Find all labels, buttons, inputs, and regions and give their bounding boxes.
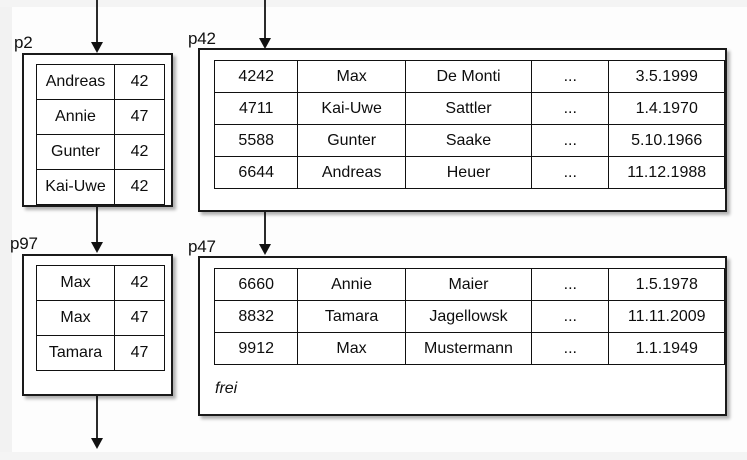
- arrow-out-of-p97: [91, 396, 103, 451]
- record-ellipsis-cell: ...: [531, 332, 610, 365]
- record-date-cell: 5.10.1966: [608, 124, 725, 157]
- record-first-cell: Max: [297, 60, 406, 93]
- record-first-cell: Kai-Uwe: [297, 92, 406, 125]
- index-key-cell: Max: [36, 265, 115, 301]
- table-row[interactable]: 6660 Annie Maier ... 1.5.1978: [213, 268, 725, 301]
- page-label-p42: p42: [188, 29, 216, 48]
- record-first-cell: Max: [297, 332, 406, 365]
- table-row[interactable]: 9912 Max Mustermann ... 1.1.1949: [213, 332, 725, 365]
- record-id-cell: 6660: [213, 268, 299, 301]
- record-date-cell: 1.4.1970: [608, 92, 725, 125]
- page-margin-bottom: [0, 452, 747, 460]
- arrow-into-p42: [259, 0, 271, 49]
- index-pointer-cell: 47: [114, 335, 165, 371]
- page-label-p97: p97: [10, 234, 38, 253]
- record-id-cell: 9912: [213, 332, 299, 365]
- index-pointer-cell: 42: [114, 64, 165, 100]
- record-date-cell: 1.1.1949: [608, 332, 725, 365]
- record-ellipsis-cell: ...: [531, 60, 610, 93]
- record-id-cell: 4242: [213, 60, 299, 93]
- table-row[interactable]: Gunter 42: [36, 134, 165, 170]
- page-margin-left: [0, 0, 12, 460]
- record-date-cell: 11.12.1988: [608, 156, 725, 189]
- data-page-p47[interactable]: 6660 Annie Maier ... 1.5.1978 8832 Tamar…: [198, 256, 727, 416]
- data-page-p42[interactable]: 4242 Max De Monti ... 3.5.1999 4711 Kai-…: [198, 48, 727, 212]
- record-ellipsis-cell: ...: [531, 124, 610, 157]
- data-table-p42: 4242 Max De Monti ... 3.5.1999 4711 Kai-…: [213, 60, 725, 189]
- index-page-p2[interactable]: Andreas 42 Annie 47 Gunter 42 Kai-Uwe 42: [22, 53, 173, 207]
- table-row[interactable]: 6644 Andreas Heuer ... 11.12.1988: [213, 156, 725, 189]
- record-ellipsis-cell: ...: [531, 300, 610, 333]
- record-last-cell: Maier: [404, 268, 533, 301]
- index-key-cell: Kai-Uwe: [36, 169, 115, 205]
- record-last-cell: Jagellowsk: [404, 300, 533, 333]
- index-pointer-cell: 47: [114, 300, 165, 336]
- page-label-p2: p2: [14, 33, 33, 52]
- index-pointer-cell: 42: [114, 134, 165, 170]
- record-id-cell: 4711: [213, 92, 299, 125]
- arrow-p2-to-p97: [91, 207, 103, 254]
- record-last-cell: Sattler: [404, 92, 533, 125]
- arrow-into-p2: [91, 0, 103, 53]
- table-row[interactable]: 8832 Tamara Jagellowsk ... 11.11.2009: [213, 300, 725, 333]
- record-ellipsis-cell: ...: [531, 268, 610, 301]
- index-page-p97[interactable]: Max 42 Max 47 Tamara 47: [22, 254, 173, 396]
- index-key-cell: Max: [36, 300, 115, 336]
- record-ellipsis-cell: ...: [531, 156, 610, 189]
- page-label-p47: p47: [188, 237, 216, 256]
- index-pointer-cell: 42: [114, 265, 165, 301]
- record-date-cell: 3.5.1999: [608, 60, 725, 93]
- index-key-cell: Andreas: [36, 64, 115, 100]
- table-row[interactable]: Annie 47: [36, 99, 165, 135]
- record-date-cell: 1.5.1978: [608, 268, 725, 301]
- record-last-cell: Heuer: [404, 156, 533, 189]
- table-row[interactable]: 4711 Kai-Uwe Sattler ... 1.4.1970: [213, 92, 725, 125]
- record-first-cell: Andreas: [297, 156, 406, 189]
- record-last-cell: Mustermann: [404, 332, 533, 365]
- index-pointer-cell: 47: [114, 99, 165, 135]
- table-row[interactable]: Tamara 47: [36, 335, 165, 371]
- record-last-cell: Saake: [404, 124, 533, 157]
- record-date-cell: 11.11.2009: [608, 300, 725, 333]
- table-row[interactable]: 5588 Gunter Saake ... 5.10.1966: [213, 124, 725, 157]
- index-key-cell: Gunter: [36, 134, 115, 170]
- record-last-cell: De Monti: [404, 60, 533, 93]
- table-row[interactable]: Andreas 42: [36, 64, 165, 100]
- record-first-cell: Gunter: [297, 124, 406, 157]
- free-space-label: frei: [215, 380, 238, 397]
- record-ellipsis-cell: ...: [531, 92, 610, 125]
- table-row[interactable]: Max 47: [36, 300, 165, 336]
- record-first-cell: Tamara: [297, 300, 406, 333]
- page-margin-top: [0, 0, 747, 7]
- record-id-cell: 5588: [213, 124, 299, 157]
- index-pointer-cell: 42: [114, 169, 165, 205]
- record-id-cell: 8832: [213, 300, 299, 333]
- table-row[interactable]: Max 42: [36, 265, 165, 301]
- index-table-p2: Andreas 42 Annie 47 Gunter 42 Kai-Uwe 42: [36, 64, 165, 205]
- table-row[interactable]: 4242 Max De Monti ... 3.5.1999: [213, 60, 725, 93]
- index-key-cell: Tamara: [36, 335, 115, 371]
- record-first-cell: Annie: [297, 268, 406, 301]
- data-table-p47: 6660 Annie Maier ... 1.5.1978 8832 Tamar…: [213, 268, 725, 365]
- table-row[interactable]: Kai-Uwe 42: [36, 169, 165, 205]
- record-id-cell: 6644: [213, 156, 299, 189]
- index-key-cell: Annie: [36, 99, 115, 135]
- arrow-p42-to-p47: [259, 212, 271, 256]
- index-table-p97: Max 42 Max 47 Tamara 47: [36, 265, 165, 371]
